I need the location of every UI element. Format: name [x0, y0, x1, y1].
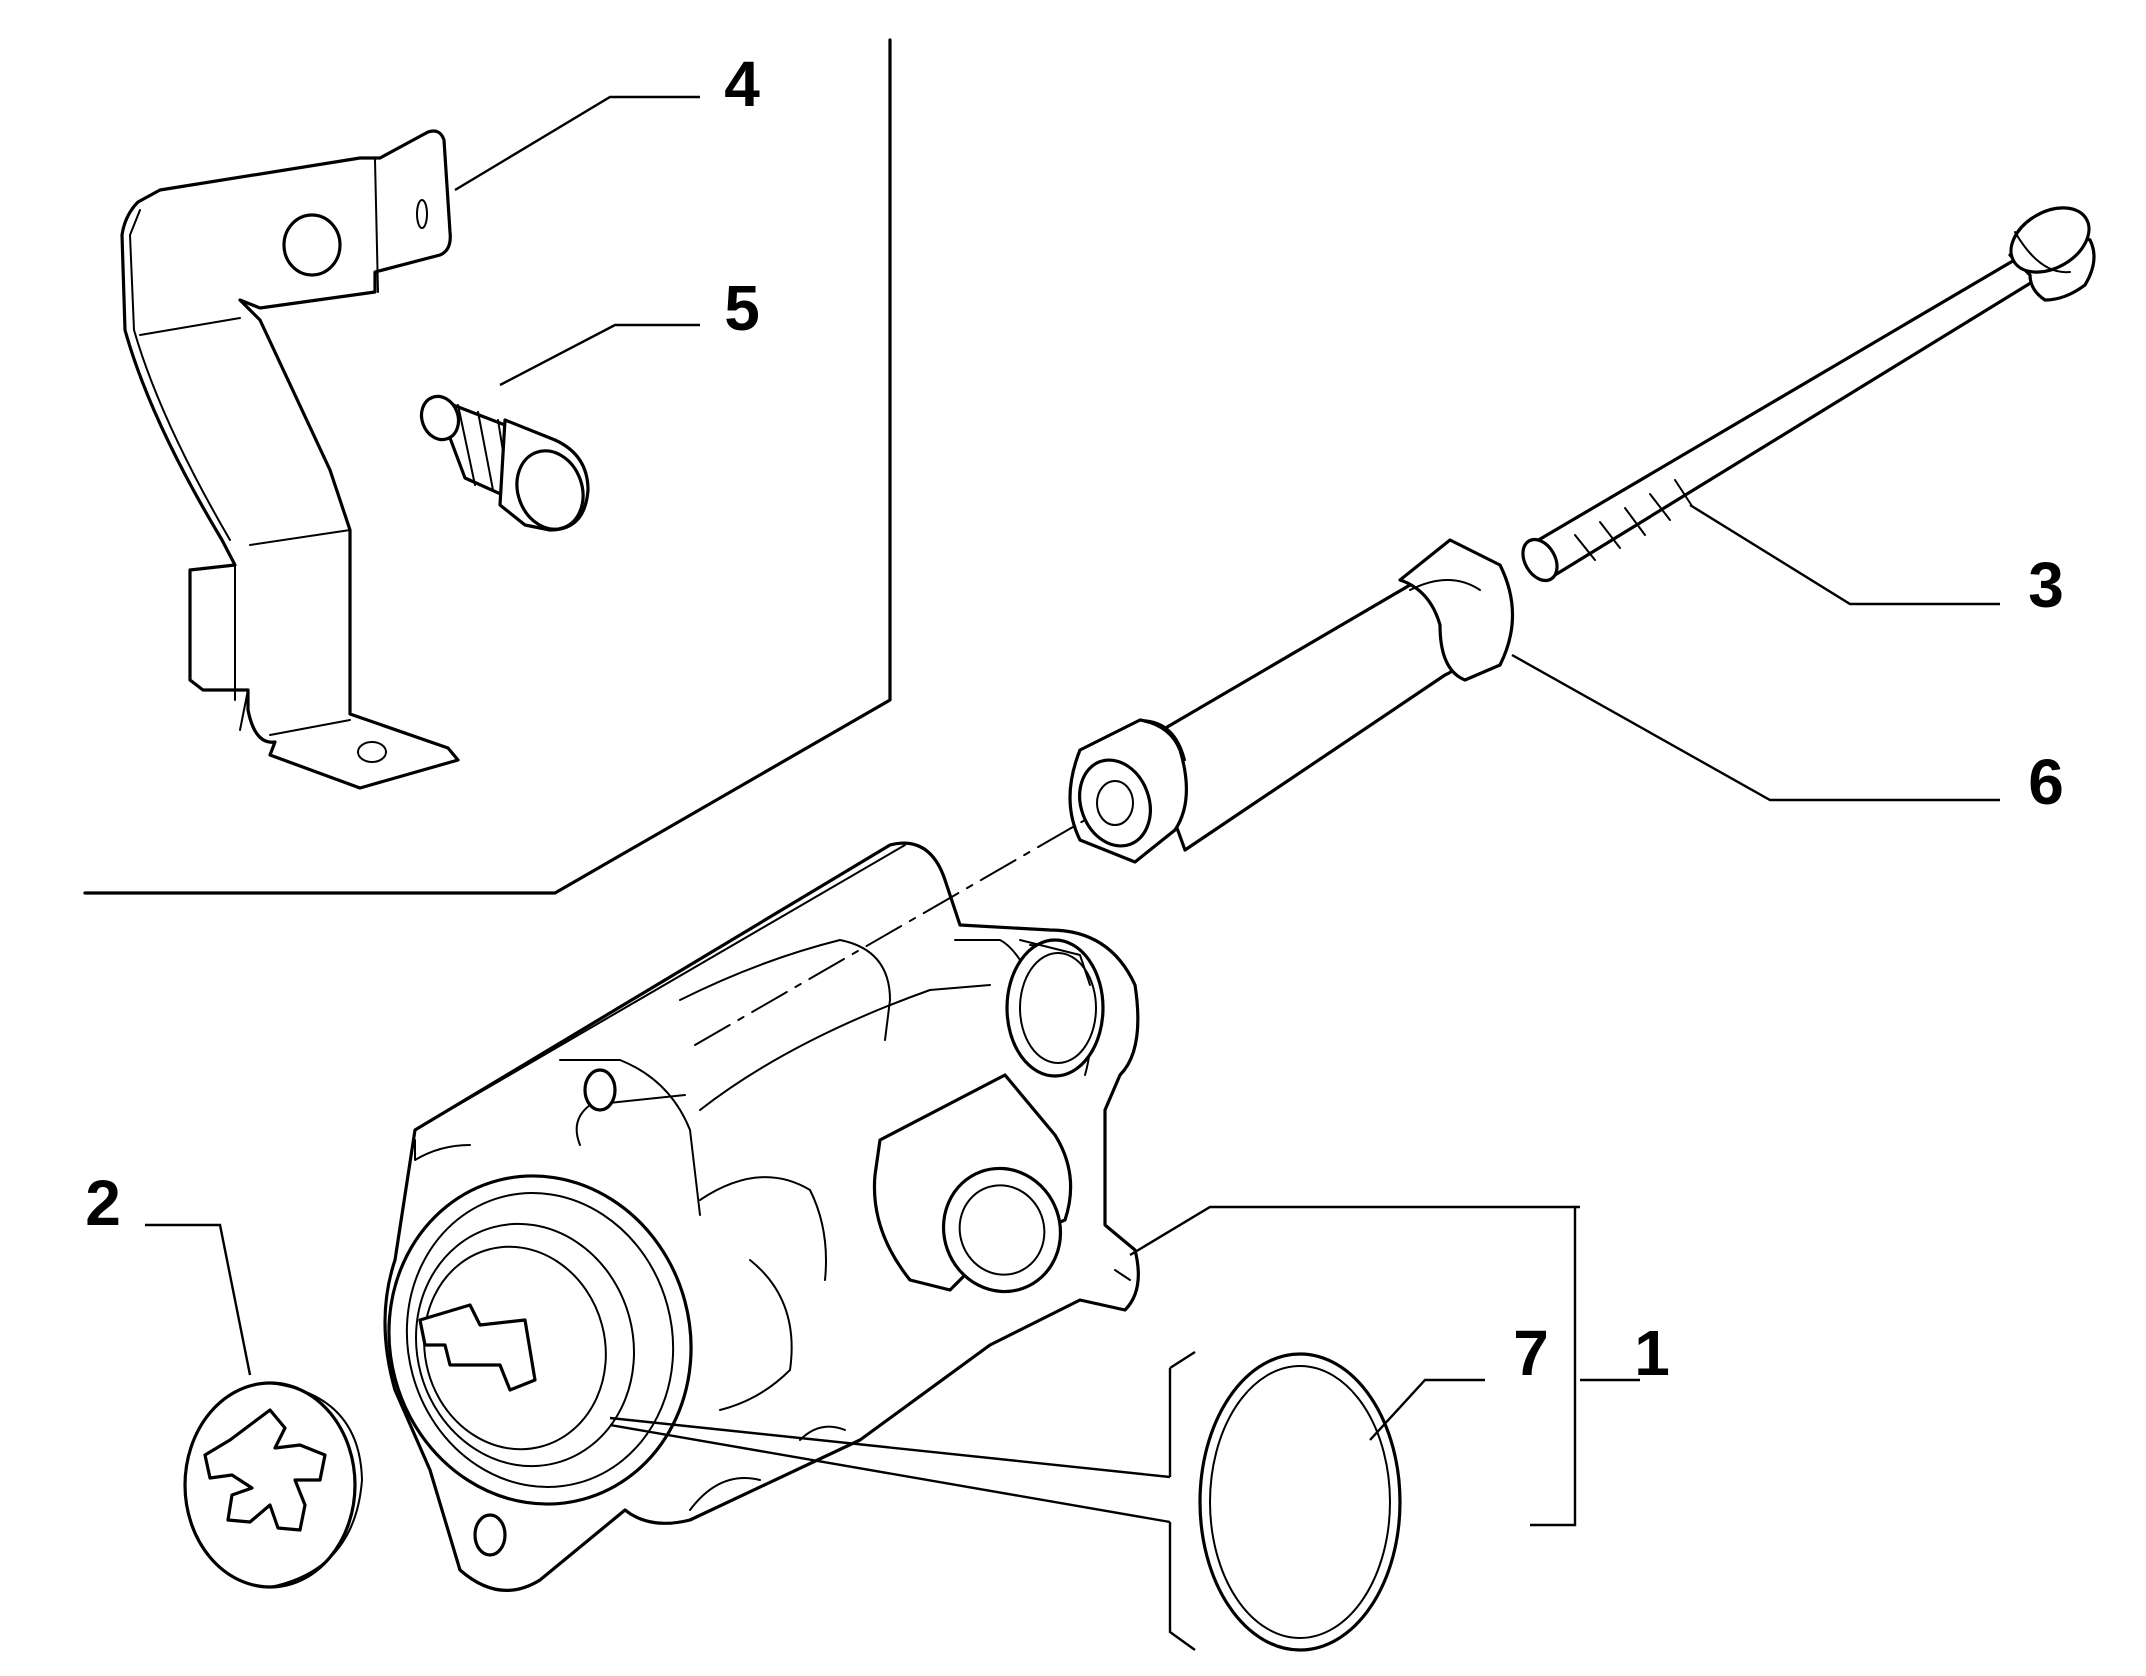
- callout-2: 2: [85, 1167, 121, 1239]
- callout-3: 3: [2028, 549, 2064, 621]
- pulley-cap-icon: [183, 1381, 363, 1589]
- center-line: [694, 819, 1086, 1046]
- leader-lines: [145, 95, 2000, 1651]
- short-bolt-icon: [419, 394, 590, 532]
- pump-body-icon: [383, 841, 1140, 1592]
- callout-1: 1: [1634, 1317, 1670, 1389]
- callout-4: 4: [724, 48, 760, 120]
- callout-5: 5: [724, 272, 760, 344]
- subassembly-frame: [83, 38, 892, 895]
- bracket-icon: [120, 129, 460, 790]
- spacer-sleeve-icon: [1068, 538, 1514, 864]
- long-bolt-icon: [1521, 206, 2096, 583]
- callout-7: 7: [1513, 1317, 1549, 1389]
- o-ring-icon: [1198, 1352, 1402, 1652]
- callout-6: 6: [2028, 746, 2064, 818]
